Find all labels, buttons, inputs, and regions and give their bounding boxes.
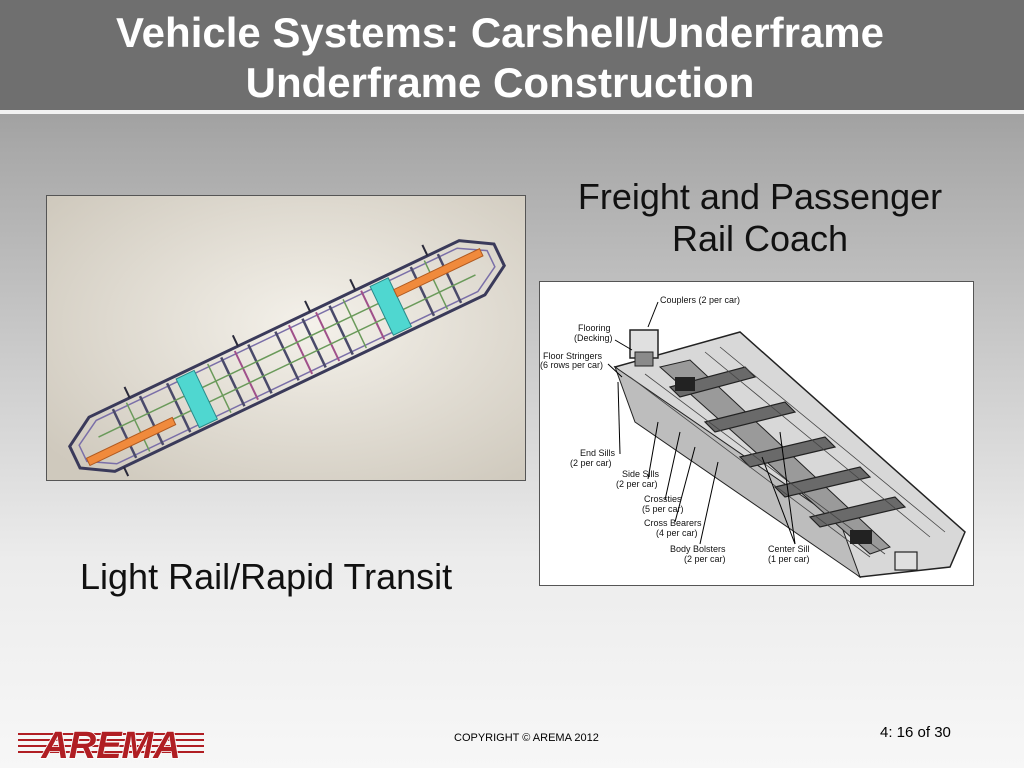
label-cross-bearers-2: (4 per car) <box>656 528 698 538</box>
label-body-bolsters-1: Body Bolsters <box>670 544 726 554</box>
label-crossties-1: Crossties <box>644 494 682 504</box>
label-flooring-1: Flooring <box>578 323 611 333</box>
freight-coach-caption-line-1: Freight and Passenger <box>577 176 943 217</box>
label-center-sill-1: Center Sill <box>768 544 810 554</box>
slide-title-line-1: Vehicle Systems: Carshell/Underframe <box>115 9 885 56</box>
label-body-bolsters-2: (2 per car) <box>684 554 726 564</box>
label-end-sills-2: (2 per car) <box>570 458 612 468</box>
light-rail-underframe-image <box>46 195 526 481</box>
freight-coach-caption: Freight and Passenger Rail Coach <box>540 176 980 260</box>
copyright-text: COPYRIGHT © AREMA 2012 <box>454 732 599 744</box>
label-end-sills-1: End Sills <box>580 448 616 458</box>
label-side-sills-1: Side Sills <box>622 469 660 479</box>
light-rail-caption: Light Rail/Rapid Transit <box>80 556 453 597</box>
freight-coach-underframe-drawing: Couplers (2 per car) Flooring (Decking) … <box>540 282 973 585</box>
arema-logo: AREMA <box>18 724 204 764</box>
label-cross-bearers-1: Cross Bearers <box>644 518 702 528</box>
label-side-sills-2: (2 per car) <box>616 479 658 489</box>
label-center-sill-2: (1 per car) <box>768 554 810 564</box>
label-crossties-2: (5 per car) <box>642 504 684 514</box>
label-stringers-2: (6 rows per car) <box>540 360 603 370</box>
title-divider <box>0 110 1024 114</box>
freight-coach-underframe-image: Couplers (2 per car) Flooring (Decking) … <box>539 281 974 586</box>
label-couplers: Couplers (2 per car) <box>660 295 740 305</box>
label-flooring-2: (Decking) <box>574 333 613 343</box>
light-rail-underframe-drawing <box>47 196 525 480</box>
arema-logo-text: AREMA <box>40 725 180 764</box>
label-stringers-1: Floor Stringers <box>543 351 603 361</box>
title-bar <box>0 0 1024 110</box>
slide-title: Vehicle Systems: Carshell/Underframe Und… <box>0 8 1000 108</box>
freight-coach-caption-line-2: Rail Coach <box>671 218 849 259</box>
slide-title-line-2: Underframe Construction <box>245 59 755 106</box>
page-number: 4: 16 of 30 <box>880 724 951 741</box>
